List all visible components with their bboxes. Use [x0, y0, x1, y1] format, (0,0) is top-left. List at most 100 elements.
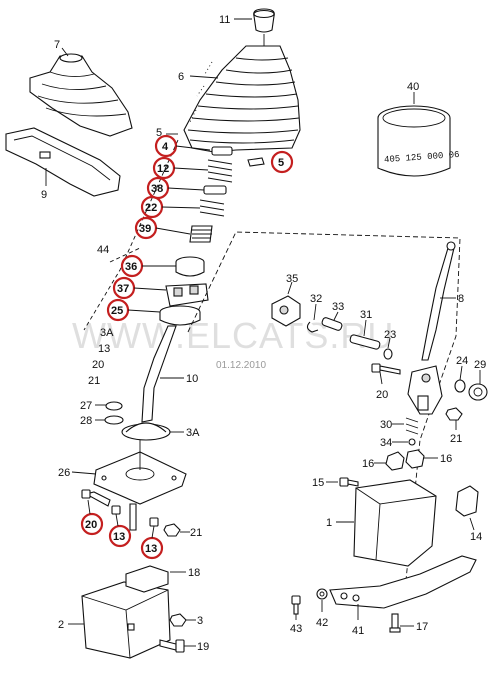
svg-text:36: 36 [125, 261, 137, 273]
bush-16b [405, 449, 425, 469]
linkage-rod [421, 241, 456, 361]
label-20-right: 20 [376, 389, 388, 401]
label-14: 14 [470, 531, 482, 543]
cover-plate [5, 127, 121, 197]
label-16a: 16 [362, 458, 374, 470]
label-21: 21 [190, 527, 202, 539]
svg-text:22: 22 [145, 202, 157, 214]
label-21-right: 21 [450, 433, 462, 445]
watermark-text: WWW.ELCATS.RU [72, 315, 394, 356]
pin-5 [247, 157, 265, 167]
callout-13b: 13 [140, 536, 164, 560]
label-43: 43 [290, 623, 302, 635]
housing-1 [353, 479, 437, 567]
svg-text:13: 13 [145, 543, 157, 555]
svg-text:13: 13 [113, 531, 125, 543]
label-27: 27 [80, 400, 92, 412]
spring-stack [189, 146, 233, 243]
shift-block [407, 365, 443, 415]
shift-boot [183, 45, 301, 153]
label-34: 34 [380, 437, 392, 449]
label-17: 17 [416, 621, 428, 633]
washer-24 [454, 379, 466, 393]
bolt-17 [389, 613, 401, 633]
bolt-43 [291, 595, 301, 615]
shift-knob [253, 8, 275, 46]
bracket-14 [455, 485, 479, 517]
label-11: 11 [219, 14, 230, 26]
svg-text:25: 25 [111, 305, 123, 317]
label-8: 8 [458, 293, 464, 305]
lower-bracket [81, 565, 171, 659]
label-5: 5 [156, 127, 162, 139]
label-28: 28 [80, 415, 92, 427]
watermark-date: 01.12.2010 [216, 360, 266, 371]
label-2: 2 [58, 619, 64, 631]
washer-27 [105, 401, 123, 411]
washer-28 [104, 415, 124, 425]
bolt-15 [339, 477, 359, 487]
nut-13b [149, 517, 159, 527]
washer-23 [383, 348, 393, 360]
label-20-left: 20 [92, 359, 104, 371]
label-26: 26 [58, 467, 70, 479]
label-9: 9 [41, 189, 47, 201]
label-18: 18 [188, 567, 200, 579]
label-40: 40 [407, 81, 419, 93]
callout-5: 5 [270, 150, 294, 174]
spring-30 [405, 417, 419, 435]
label-10: 10 [186, 373, 198, 385]
label-44: 44 [97, 244, 109, 256]
svg-text:20: 20 [85, 519, 97, 531]
bush-29 [468, 383, 488, 401]
washer-42 [316, 588, 328, 600]
label-33: 33 [332, 301, 344, 313]
label-16b: 16 [440, 453, 452, 465]
label-21-left: 21 [88, 375, 100, 387]
bolt-19 [159, 639, 185, 653]
callout-37: 37 [112, 276, 136, 300]
ball-34 [408, 438, 416, 446]
label-3a-left: 3A [100, 327, 114, 339]
svg-text:38: 38 [151, 183, 163, 195]
label-3a: 3A [186, 427, 200, 439]
svg-text:4: 4 [162, 141, 169, 153]
label-31: 31 [360, 309, 372, 321]
svg-text:37: 37 [117, 283, 129, 295]
label-15: 15 [312, 477, 324, 489]
callout-12: 12 [152, 156, 176, 180]
label-35: 35 [286, 273, 298, 285]
label-32: 32 [310, 293, 322, 305]
base-plate [93, 440, 187, 531]
svg-text:39: 39 [139, 223, 151, 235]
small-boot [29, 53, 133, 137]
pin-33 [321, 317, 343, 331]
ball-socket [121, 422, 171, 441]
callout-22: 22 [140, 195, 164, 219]
label-23: 23 [384, 329, 396, 341]
gear-lever [141, 325, 177, 423]
callout-25: 25 [106, 298, 130, 322]
bolt-20-right [371, 363, 401, 375]
callout-39: 39 [134, 216, 158, 240]
callout-13a: 13 [108, 524, 132, 548]
label-24: 24 [456, 355, 468, 367]
svg-text:5: 5 [278, 157, 284, 169]
label-6: 6 [178, 71, 184, 83]
nut-13a [111, 505, 121, 515]
label-42: 42 [316, 617, 328, 629]
label-1: 1 [326, 517, 332, 529]
label-7: 7 [54, 39, 60, 51]
nut-21-right [445, 407, 463, 421]
label-3: 3 [197, 615, 203, 627]
nut-3 [169, 613, 187, 627]
bolt-20 [81, 489, 111, 507]
nut-21 [163, 523, 181, 537]
callout-38: 38 [146, 176, 170, 200]
label-13-left: 13 [98, 343, 110, 355]
plate-41 [329, 555, 477, 609]
callout-36: 36 [120, 254, 144, 278]
callout-4: 4 [154, 134, 178, 158]
callout-20: 20 [80, 512, 104, 536]
